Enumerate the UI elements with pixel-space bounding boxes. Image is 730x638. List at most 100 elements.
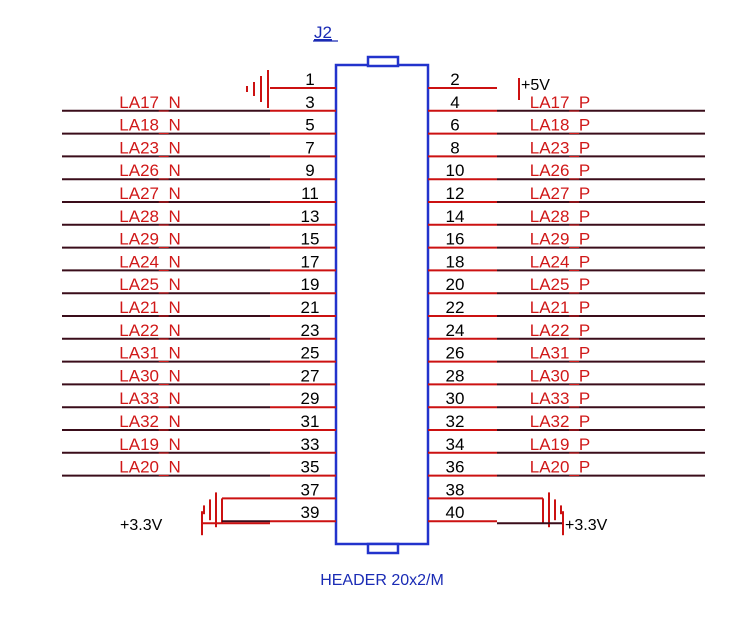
net-label: LA29_P [530,230,591,249]
net-label: LA21_N [119,298,180,317]
ground-symbol-pin38 [497,492,562,528]
pin-number: 22 [446,298,465,317]
pin-row: 13 LA28_N [62,207,336,226]
net-label: LA20_P [530,458,591,477]
net-label: LA33_P [530,389,591,408]
net-label: LA30_N [119,366,180,385]
net-label: LA22_P [530,321,591,340]
pin-row: 19 LA25_N [62,275,336,295]
pin-number: 29 [301,389,320,408]
pin-row: 32 LA32_P [428,412,705,431]
pin-number: 9 [305,161,314,180]
pin-row: 9 LA26_N [62,161,336,181]
pin-row: 39 [270,503,336,523]
pin-row: 27 LA30_N [62,366,336,386]
net-label: LA25_N [119,275,180,294]
power-label-3v3-left: +3.3V [120,517,163,534]
power-label-5v: +5V [521,77,550,94]
pin-row: 6 LA18_P [428,116,705,135]
part-value-label: HEADER 20x2/M [320,572,444,589]
pin-number: 3 [305,93,314,112]
pin-row: 36 LA20_P [428,458,705,477]
pin-number: 21 [301,298,320,317]
net-label: LA18_P [530,116,591,135]
power-symbol-3v3-left: +3.3V [120,511,270,536]
net-label: LA31_P [530,344,591,363]
net-label: LA26_N [119,161,180,180]
pin-number: 35 [301,458,320,477]
pin-number: 13 [301,207,320,226]
net-label: LA28_P [530,207,591,226]
pin-number: 33 [301,435,320,454]
ground-symbol-pin1 [246,70,269,108]
pin-row: 38 [428,480,497,500]
pin-number: 19 [301,275,320,294]
net-label: LA28_N [119,207,180,226]
pin-number: 1 [305,70,314,89]
power-symbol-5v: +5V [518,77,550,100]
pin-number: 39 [301,503,320,522]
net-label: LA23_P [530,138,591,157]
net-label: LA17_P [530,93,591,112]
net-label: LA29_N [119,230,180,249]
pin-number: 10 [446,161,465,180]
net-label: LA31_N [119,344,180,363]
pin-number: 23 [301,321,320,340]
pin-row: 5 LA18_N [62,116,336,135]
connector-outline [334,63,430,546]
pin-row: 22 LA21_P [428,298,705,317]
pin-number: 5 [305,116,314,135]
pin-row: 16 LA29_P [428,230,705,249]
refdes-label: J2 [314,23,332,42]
pin-number: 36 [446,458,465,477]
net-label: LA18_N [119,116,180,135]
net-label: LA32_P [530,412,591,431]
net-label: LA24_P [530,252,591,271]
pin-number: 28 [446,366,465,385]
pin-row: 2 [428,70,497,89]
pin-row: 1 [270,70,336,89]
pin-number: 14 [446,207,465,226]
left-pin-column: 13LA17_N5LA18_N7LA23_N9LA26_N11LA27_N13L… [62,70,336,523]
net-label: LA17_N [119,93,180,112]
pin-number: 11 [301,184,319,203]
pin-number: 27 [301,366,320,385]
pin-row: 21 LA21_N [62,298,336,317]
pin-number: 15 [301,230,320,249]
pin-row: 15 LA29_N [62,230,336,249]
net-label: LA30_P [530,366,591,385]
pin-row: 33 LA19_N [62,435,336,454]
pin-number: 30 [446,389,465,408]
pin-number: 6 [450,116,459,135]
pin-row: 10 LA26_P [428,161,705,181]
net-label: LA21_P [530,298,591,317]
pin-number: 31 [301,412,320,431]
pin-number: 17 [301,252,320,271]
connector-bottom-key [366,542,400,555]
pin-number: 20 [446,275,465,294]
net-label: LA19_N [119,435,180,454]
pin-number: 38 [446,480,465,499]
net-label: LA26_P [530,161,591,180]
pin-number: 34 [446,435,465,454]
connector-top-key [366,55,400,68]
pin-number: 16 [446,230,465,249]
pin-row: 3 LA17_N [62,93,336,112]
pin-number: 40 [446,503,465,522]
pin-number: 32 [446,412,465,431]
